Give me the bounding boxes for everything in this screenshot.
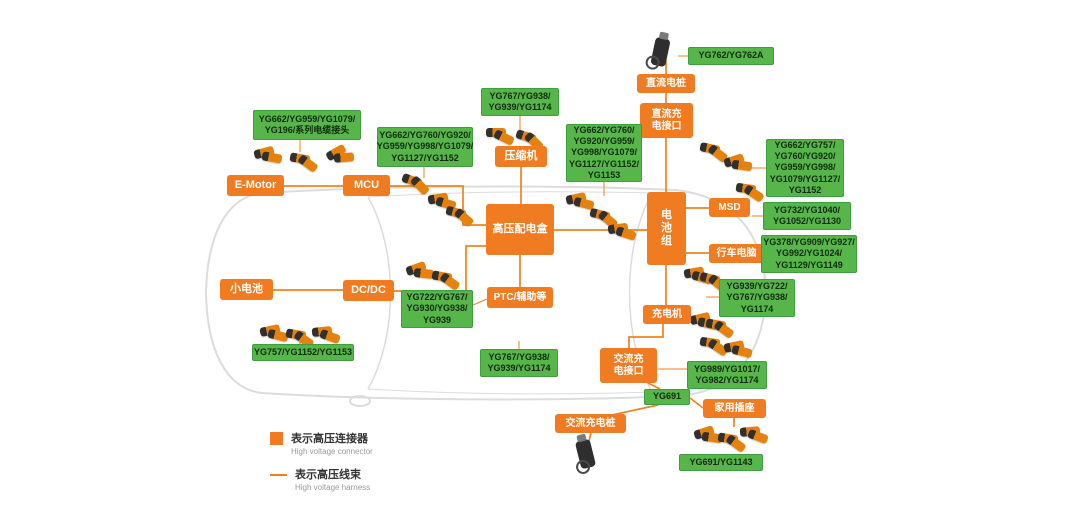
hv-harness-legend-line — [270, 474, 287, 476]
component-msd: MSD — [709, 198, 750, 217]
part-number-label-l6: YG662/YG757/ YG760/YG920/ YG959/YG998/ Y… — [766, 139, 844, 197]
legend-row-harness: 表示高压线束 High voltage harness — [270, 466, 373, 492]
part-number-label-l13: YG989/YG1017/ YG982/YG1174 — [687, 361, 767, 389]
component-home-socket: 家用插座 — [703, 399, 766, 418]
component-dc-charge-pile: 直流电桩 — [637, 74, 695, 93]
component-trip-computer: 行车电脑 — [709, 244, 764, 263]
legend-connector-label-en: High voltage connector — [291, 447, 373, 456]
component-battery-pack: 电 池 组 — [647, 192, 686, 265]
component-ptc-aux: PTC/辅助等 — [487, 287, 553, 308]
part-number-label-l8: YG378/YG909/YG927/ YG992/YG1024/ YG1129/… — [761, 235, 857, 273]
part-number-label-l12: YG767/YG938/ YG939/YG1174 — [480, 349, 558, 377]
connector-photo-icon — [333, 152, 355, 163]
component-ac-charge-port: 交流充 电接口 — [600, 348, 657, 383]
part-number-label-l10: YG757/YG1152/YG1153 — [252, 344, 354, 361]
component-compressor: 压缩机 — [495, 146, 547, 167]
component-hv-distribution-box: 高压配电盒 — [486, 204, 554, 255]
hv-connector-legend-swatch — [270, 432, 283, 445]
part-number-label-l14: YG691 — [644, 389, 690, 405]
legend-harness-label-en: High voltage harness — [295, 483, 371, 492]
part-number-label-l4: YG662/YG760/ YG920/YG959/ YG998/YG1079/ … — [566, 124, 642, 182]
legend: 表示高压连接器 High voltage connector 表示高压线束 Hi… — [270, 430, 373, 502]
component-e-motor: E-Motor — [227, 175, 284, 196]
part-number-label-l7: YG732/YG1040/ YG1052/YG1130 — [763, 202, 851, 230]
legend-row-connector: 表示高压连接器 High voltage connector — [270, 430, 373, 456]
component-dc-dc: DC/DC — [343, 280, 394, 301]
component-small-battery: 小电池 — [220, 279, 273, 300]
component-mcu: MCU — [343, 175, 390, 196]
part-number-label-l9: YG939/YG722/ YG767/YG938/ YG1174 — [719, 279, 795, 317]
part-number-label-l3: YG767/YG938/ YG939/YG1174 — [481, 88, 559, 116]
part-number-label-l2: YG662/YG760/YG920/ YG959/YG998/YG1079/ Y… — [377, 127, 473, 167]
legend-connector-label-cn: 表示高压连接器 — [291, 433, 368, 445]
part-number-label-l15: YG691/YG1143 — [679, 454, 763, 471]
part-number-label-l5: YG762/YG762A — [688, 47, 774, 65]
component-ac-charge-pile: 交流充电桩 — [555, 414, 626, 433]
part-number-label-l1: YG662/YG959/YG1079/ YG196/系列电缆接头 — [253, 110, 361, 140]
component-charger: 充电机 — [643, 305, 691, 324]
component-dc-charge-port: 直流充 电接口 — [640, 103, 693, 138]
part-number-label-l11: YG722/YG767/ YG930/YG938/ YG939 — [401, 290, 473, 328]
legend-harness-label-cn: 表示高压线束 — [295, 469, 361, 481]
